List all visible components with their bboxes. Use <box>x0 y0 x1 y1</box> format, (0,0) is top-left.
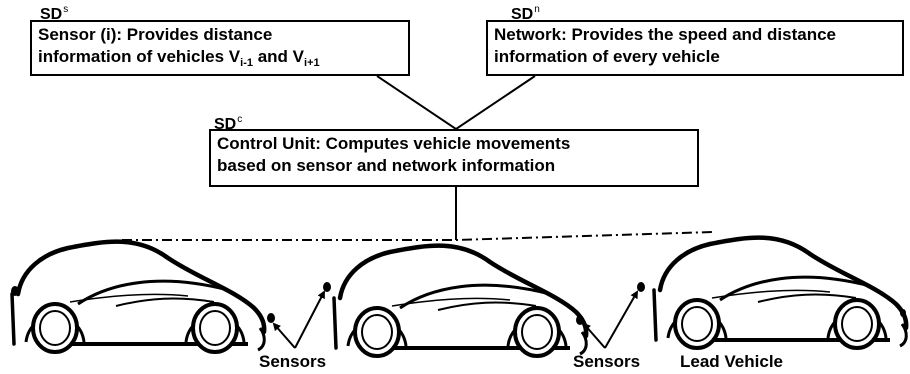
sensor-box-line1: Sensor (i): Provides distance <box>38 25 273 44</box>
sensor-box-mid: and V <box>253 47 305 66</box>
sensor-dot-lead-front <box>900 309 906 317</box>
sd-s-base: SD <box>40 6 63 23</box>
sensor-dot-mid-rear <box>323 282 331 292</box>
sensor-dot-lead-rear <box>637 282 645 292</box>
sd-c-base: SD <box>214 116 237 133</box>
sensor-box-line2: information of vehicles Vi-1 and Vi+1 <box>38 46 402 74</box>
sd-c-sup: c <box>237 114 243 125</box>
sensor-dot-mid-front <box>576 315 584 325</box>
sensor-box-sub1: i-1 <box>240 57 253 69</box>
network-to-control-line <box>455 75 536 130</box>
sensor-dot-left-front <box>267 313 275 323</box>
sd-n-sup: n <box>534 4 540 15</box>
sensor-box-sub2: i+1 <box>304 57 320 69</box>
network-box-line1: Network: Provides the speed and distance <box>494 25 836 44</box>
sensor-to-control-line <box>376 75 457 130</box>
sensor-box-line2-text: information of vehicles V <box>38 47 241 66</box>
sd-s-sup: s <box>63 4 69 15</box>
lead-vehicle-caption: Lead Vehicle <box>680 352 783 371</box>
vehicle-middle <box>334 246 586 356</box>
sensor-arrow-right-b <box>604 290 638 349</box>
sensors-caption-right: Sensors <box>573 352 641 371</box>
sensor-arrow-left-b <box>294 290 325 349</box>
sensor-box: Sensor (i): Provides distance informatio… <box>30 20 410 76</box>
sensor-arrow-right-a <box>582 322 606 349</box>
sd-n-label: SDn <box>511 1 540 24</box>
network-box-line2: information of every vehicle <box>494 47 720 66</box>
sensor-arrow-left-a <box>272 322 296 349</box>
sd-c-label: SDc <box>214 111 242 134</box>
sd-n-base: SD <box>511 6 534 23</box>
control-unit-box: Control Unit: Computes vehicle movements… <box>209 129 699 187</box>
sd-s-label: SDs <box>40 1 68 24</box>
sensor-dot-left-rear <box>11 286 19 296</box>
control-box-line1: Control Unit: Computes vehicle movements <box>217 134 571 153</box>
network-dashdot-line <box>122 231 713 241</box>
lead-vehicle <box>654 238 906 348</box>
sensors-caption-left: Sensors <box>259 352 327 371</box>
control-box-line2: based on sensor and network information <box>217 156 556 175</box>
network-box: Network: Provides the speed and distance… <box>486 20 904 76</box>
vehicle-left <box>12 242 264 352</box>
